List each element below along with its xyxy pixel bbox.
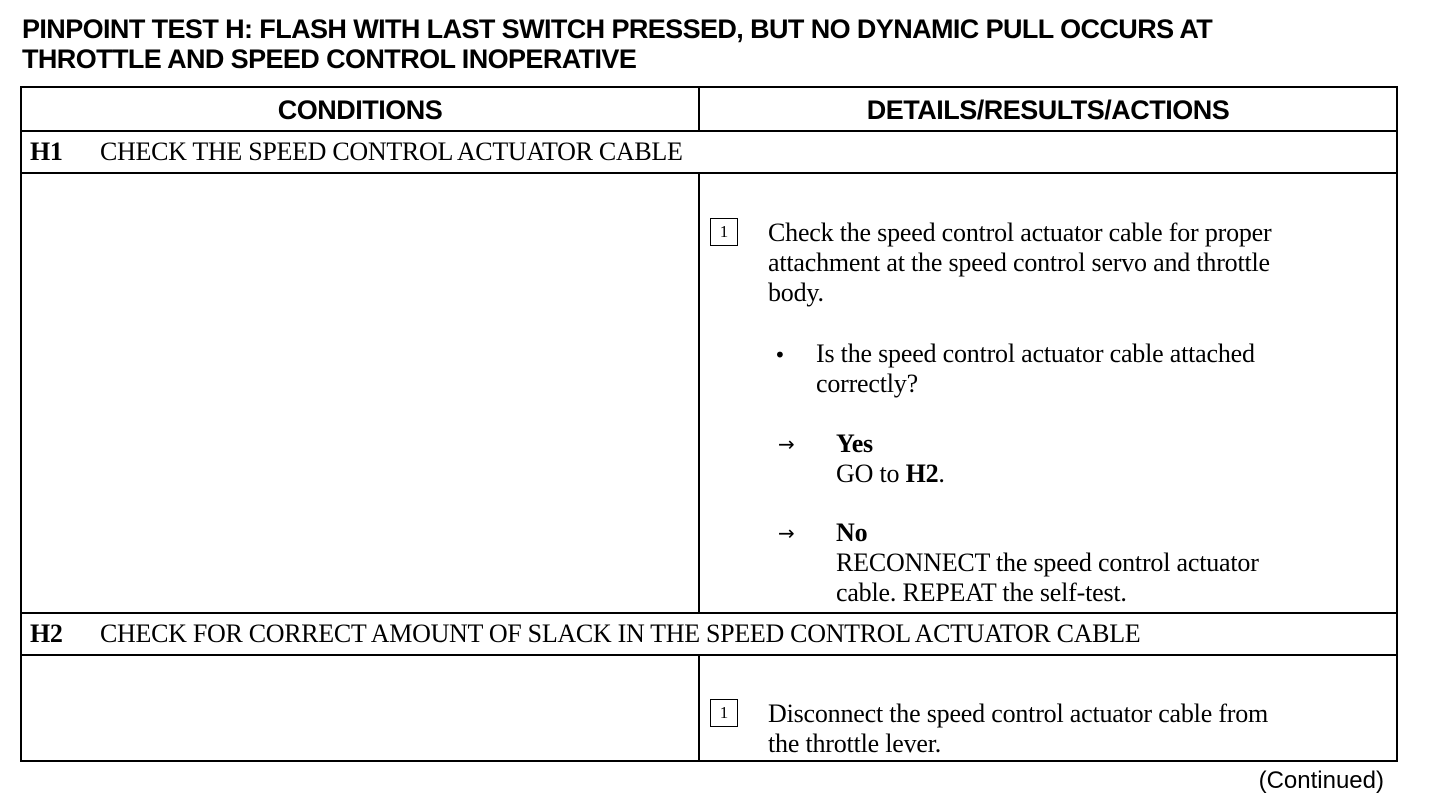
h1-step-1-line-2: attachment at the speed control servo an… bbox=[768, 248, 1270, 277]
h2-step-1-text: Disconnect the speed control actuator ca… bbox=[768, 699, 1268, 759]
h1-no-label: No bbox=[836, 518, 868, 547]
h2-step-1-box: 1 bbox=[710, 699, 738, 727]
h1-question-line-1: Is the speed control actuator cable atta… bbox=[816, 339, 1255, 368]
h1-step-1-box: 1 bbox=[710, 218, 738, 246]
h1-question-bullet: • bbox=[774, 343, 786, 367]
h2-step-1-line-2: the throttle lever. bbox=[768, 729, 942, 758]
h1-step-1-line-1: Check the speed control actuator cable f… bbox=[768, 218, 1272, 247]
h2-heading-divider bbox=[22, 654, 1396, 656]
h1-column-divider bbox=[698, 172, 700, 612]
h1-no-action-line-2: cable. REPEAT the self-test. bbox=[836, 578, 1127, 607]
header-column-divider bbox=[698, 88, 700, 130]
h1-yes-label: Yes bbox=[836, 429, 873, 458]
h1-yes-arrow-icon: → bbox=[778, 432, 795, 456]
h1-yes-target: H2 bbox=[905, 459, 939, 488]
column-header-details: DETAILS/RESULTS/ACTIONS bbox=[866, 95, 1230, 125]
step-h1-heading: H1 CHECK THE SPEED CONTROL ACTUATOR CABLE bbox=[30, 132, 683, 172]
column-header-conditions: CONDITIONS bbox=[277, 95, 443, 125]
h2-step-1-line-1: Disconnect the speed control actuator ca… bbox=[768, 699, 1269, 728]
title-line-2: THROTTLE AND SPEED CONTROL INOPERATIVE bbox=[22, 44, 637, 74]
step-h1-number: H1 bbox=[30, 137, 63, 166]
h2-column-divider bbox=[698, 654, 700, 760]
page-title: PINPOINT TEST H: FLASH WITH LAST SWITCH … bbox=[22, 14, 1422, 74]
title-line-1: PINPOINT TEST H: FLASH WITH LAST SWITCH … bbox=[22, 14, 1213, 44]
h1-no-arrow-icon: → bbox=[778, 521, 795, 545]
h1-question-line-2: correctly? bbox=[816, 369, 918, 398]
step-h2-number: H2 bbox=[30, 619, 63, 648]
h1-step-1-line-3: body. bbox=[768, 278, 824, 307]
step-h2-heading: H2 CHECK FOR CORRECT AMOUNT OF SLACK IN T… bbox=[30, 614, 1141, 654]
h1-no-action-line-1: RECONNECT the speed control actuator bbox=[836, 548, 1259, 577]
h2-top-divider bbox=[22, 612, 1396, 614]
continued-label: (Continued) bbox=[1258, 767, 1384, 794]
header-divider bbox=[22, 130, 1396, 132]
h1-yes-action: GO to H2. bbox=[836, 459, 945, 488]
h1-question-text: Is the speed control actuator cable atta… bbox=[816, 339, 1255, 399]
h1-step-1-text: Check the speed control actuator cable f… bbox=[768, 218, 1272, 308]
h1-yes-branch: Yes GO to H2. bbox=[836, 429, 945, 489]
h1-heading-divider bbox=[22, 172, 1396, 174]
step-h2-title: CHECK FOR CORRECT AMOUNT OF SLACK IN THE… bbox=[100, 619, 1141, 648]
step-h1-title: CHECK THE SPEED CONTROL ACTUATOR CABLE bbox=[100, 137, 683, 166]
h1-no-branch: No RECONNECT the speed control actuator … bbox=[836, 518, 1259, 608]
